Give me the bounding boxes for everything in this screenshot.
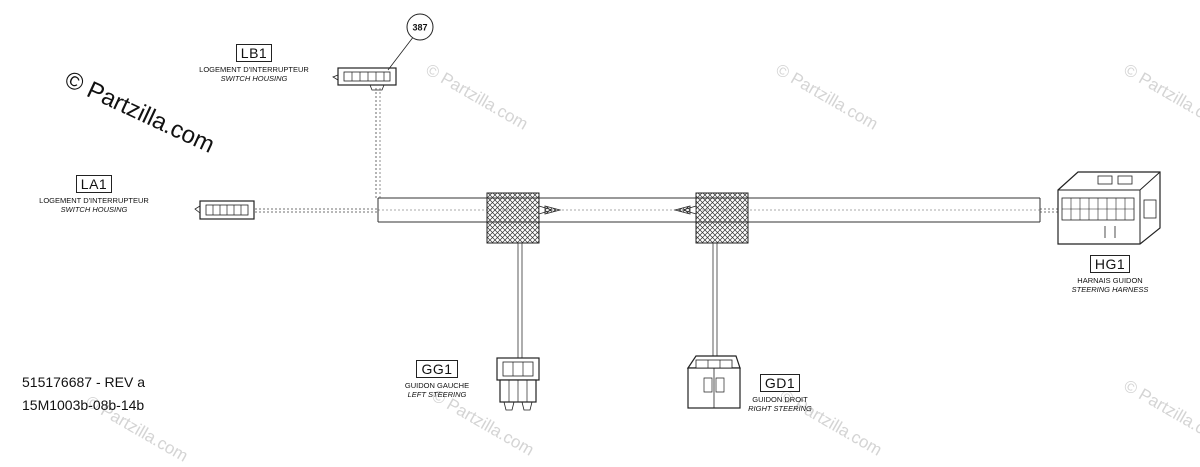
- document-drawing-id: 15M1003b-08b-14b: [22, 397, 145, 413]
- label-la1-en: SWITCH HOUSING: [60, 205, 128, 214]
- callout-bubble-icon: [406, 13, 434, 41]
- label-lb1-en: SWITCH HOUSING: [220, 74, 288, 83]
- splice-junction-left: [486, 192, 562, 244]
- wire-branch-hg1: [1040, 208, 1058, 213]
- label-lb1: LB1 LOGEMENT D'INTERRUPTEUR SWITCH HOUSI…: [196, 44, 312, 83]
- connector-code-la1: LA1: [75, 175, 113, 193]
- label-hg1-en: STEERING HARNESS: [1071, 285, 1149, 294]
- label-gg1: GG1 GUIDON GAUCHE LEFT STEERING: [392, 360, 482, 399]
- label-gd1-fr: GUIDON DROIT: [752, 395, 808, 404]
- label-lb1-fr: LOGEMENT D'INTERRUPTEUR: [199, 65, 309, 74]
- label-la1: LA1 LOGEMENT D'INTERRUPTEUR SWITCH HOUSI…: [36, 175, 152, 214]
- connector-code-gg1: GG1: [416, 360, 458, 378]
- label-la1-fr: LOGEMENT D'INTERRUPTEUR: [39, 196, 149, 205]
- connector-hg1-icon: [1057, 171, 1161, 245]
- callout-leader-line: [387, 35, 415, 71]
- connector-lb1-icon: [332, 67, 397, 91]
- wire-drop-gg1: [517, 243, 523, 360]
- connector-gd1-icon: [686, 355, 741, 409]
- connector-code-lb1: LB1: [235, 44, 273, 62]
- wiring-diagram: 387: [194, 13, 1161, 411]
- document-part-rev: 515176687 - REV a: [22, 374, 145, 390]
- connector-gg1-icon: [496, 357, 540, 411]
- splice-junction-right: [673, 192, 749, 244]
- connector-code-hg1: HG1: [1089, 255, 1131, 273]
- label-gg1-fr: GUIDON GAUCHE: [404, 381, 470, 390]
- callout-number: 387: [412, 23, 427, 33]
- wire-drop-gd1: [712, 243, 718, 358]
- label-gg1-en: LEFT STEERING: [407, 390, 467, 399]
- connector-la1-icon: [194, 200, 255, 220]
- connector-code-gd1: GD1: [759, 374, 801, 392]
- wire-branch-lb1: [375, 88, 381, 200]
- wire-branch-la1: [255, 208, 378, 213]
- label-hg1-fr: HARNAIS GUIDON: [1077, 276, 1143, 285]
- label-gd1: GD1 GUIDON DROIT RIGHT STEERING: [740, 374, 820, 413]
- label-gd1-en: RIGHT STEERING: [748, 404, 812, 413]
- label-hg1: HG1 HARNAIS GUIDON STEERING HARNESS: [1060, 255, 1160, 294]
